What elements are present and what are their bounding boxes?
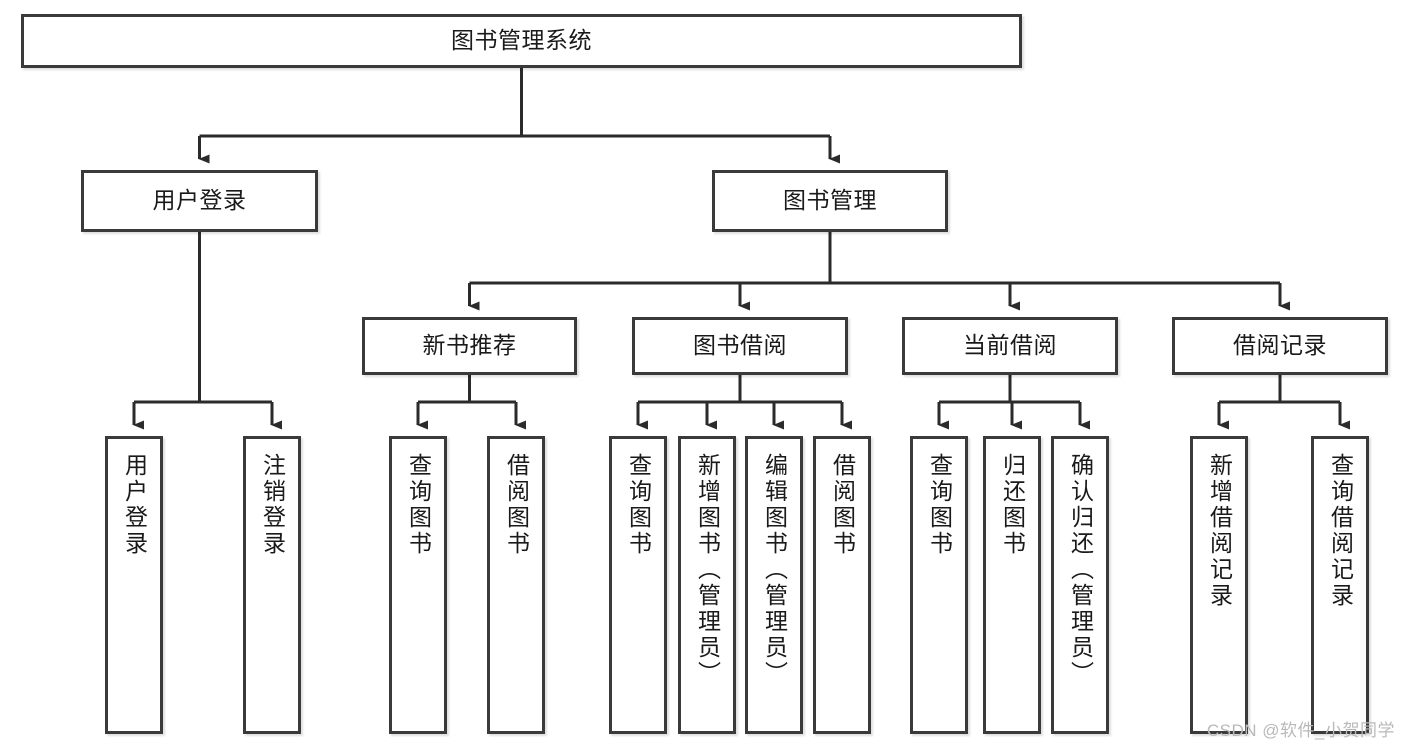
node-label: 用户登录 [152,187,247,214]
node-leaf-bb-borrow[interactable]: 借阅图书 [813,436,871,734]
node-leaf-br-query[interactable]: 查询借阅记录 [1311,436,1369,734]
node-leaf-user-login[interactable]: 用户登录 [105,436,163,734]
node-leaf-br-add[interactable]: 新增借阅记录 [1190,436,1248,734]
node-new-book-rec[interactable]: 新书推荐 [362,317,577,375]
node-label: 新增借阅记录 [1206,453,1233,609]
node-label: 用户登录 [121,453,148,557]
node-label: 查询图书 [625,453,652,557]
node-label: 确认归还（管理员） [1067,453,1094,687]
node-label: 查询图书 [926,453,953,557]
node-label: 借阅图书 [829,453,856,557]
node-label: 注销登录 [259,453,286,557]
node-current-borrow[interactable]: 当前借阅 [902,317,1118,375]
node-leaf-rec-borrow[interactable]: 借阅图书 [487,436,545,734]
node-leaf-bb-add[interactable]: 新增图书（管理员） [678,436,736,734]
node-label: 图书管理 [783,187,877,214]
node-label: 借阅记录 [1233,332,1327,359]
node-root[interactable]: 图书管理系统 [21,14,1022,68]
node-label: 借阅图书 [503,453,530,557]
node-leaf-bb-query[interactable]: 查询图书 [609,436,667,734]
node-label: 新书推荐 [422,332,517,359]
node-borrow-record[interactable]: 借阅记录 [1172,317,1388,375]
node-user-login[interactable]: 用户登录 [81,170,318,232]
node-leaf-user-logout[interactable]: 注销登录 [243,436,301,734]
node-label: 归还图书 [999,453,1026,557]
node-label: 新增图书（管理员） [694,453,721,687]
node-label: 当前借阅 [963,332,1057,359]
node-label: 查询图书 [405,453,432,557]
connector-group [132,68,1350,430]
node-book-borrow[interactable]: 图书借阅 [632,317,848,375]
node-leaf-rec-query[interactable]: 查询图书 [389,436,447,734]
node-label: 编辑图书（管理员） [761,453,788,687]
node-label: 图书借阅 [693,332,787,359]
node-leaf-cb-confirm[interactable]: 确认归还（管理员） [1051,436,1109,734]
node-leaf-cb-return[interactable]: 归还图书 [983,436,1041,734]
node-book-manage[interactable]: 图书管理 [712,170,948,232]
node-label: 查询借阅记录 [1327,453,1354,609]
node-leaf-bb-edit[interactable]: 编辑图书（管理员） [745,436,803,734]
node-label: 图书管理系统 [451,27,592,54]
node-leaf-cb-query[interactable]: 查询图书 [910,436,968,734]
